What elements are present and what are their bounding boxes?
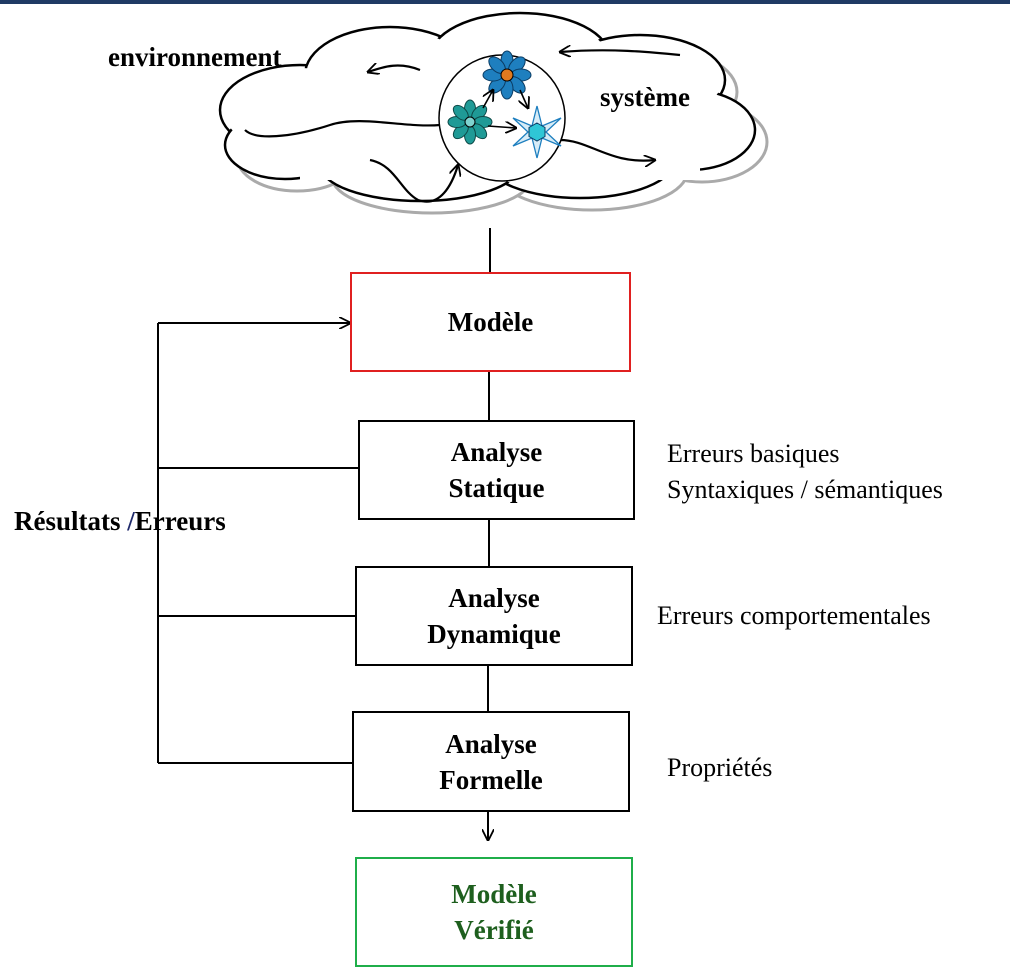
properties-line-1: Propriétés [667,753,773,782]
static-analysis-line-2: Statique [448,473,545,503]
component-star-icon [512,105,562,159]
static-analysis-box: Analyse Statique [358,420,635,520]
model-box: Modèle [350,272,631,372]
feedback-label-part-2: Erreurs [134,506,226,536]
dynamic-errors-note: Erreurs comportementales [657,598,931,634]
feedback-label: Résultats /Erreurs [14,506,226,537]
static-errors-note: Erreurs basiques Syntaxiques / sémantiqu… [667,436,943,508]
verified-model-line-1: Modèle [451,879,537,909]
component-flower-blue-icon [482,50,532,100]
verified-model-line-2: Vérifié [454,915,534,945]
flow-connectors [487,228,491,711]
feedback-label-separator: / [127,506,135,536]
static-analysis-line-1: Analyse [450,437,543,467]
model-box-line-1: Modèle [447,307,534,337]
environment-label: environnement [108,42,282,72]
dynamic-analysis-line-2: Dynamique [427,619,561,649]
properties-note: Propriétés [667,750,772,786]
component-flower-teal-icon [447,99,493,145]
feedback-label-part-1: Résultats [14,506,121,536]
system-label: système [600,82,690,112]
cloud-flow-arrows [244,50,681,203]
dynamic-analysis-box: Analyse Dynamique [355,566,633,666]
feedback-loop [157,323,358,764]
static-errors-line-2: Syntaxiques / sémantiques [667,475,943,504]
dynamic-errors-line-1: Erreurs comportementales [657,601,931,630]
formal-analysis-line-1: Analyse [445,728,537,759]
formal-analysis-line-2: Formelle [439,764,543,795]
dynamic-analysis-line-1: Analyse [448,583,540,613]
top-border [0,0,1010,4]
verified-model-box: Modèle Vérifié [355,857,633,967]
component-links [482,90,528,128]
formal-analysis-box: Analyse Formelle [352,711,630,812]
static-errors-line-1: Erreurs basiques [667,439,840,468]
